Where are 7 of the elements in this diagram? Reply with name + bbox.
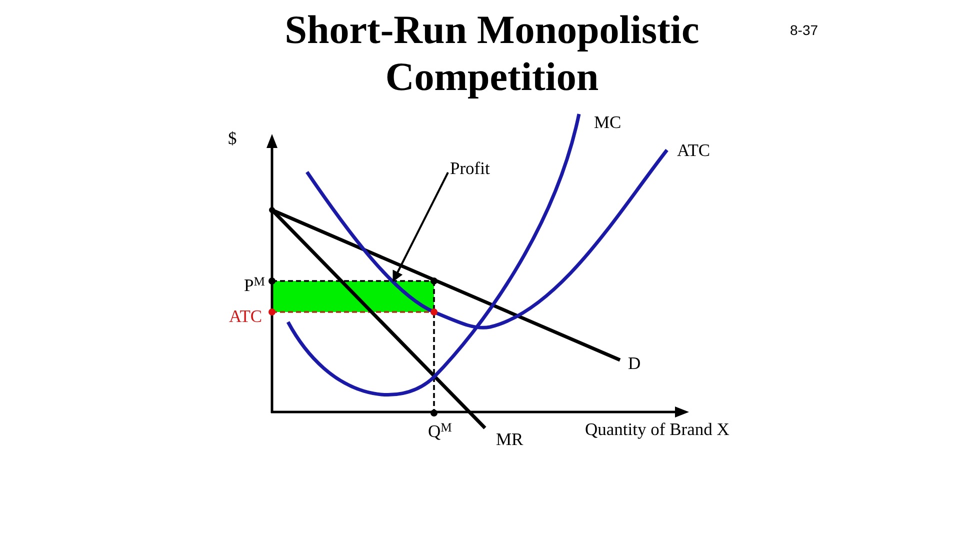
diagram-title: Short-Run Monopolistic Competition	[284, 6, 700, 100]
page-number: 8-37	[790, 21, 818, 40]
curve-label: MR	[496, 429, 524, 449]
axis-label: $	[228, 128, 237, 148]
price-label: P$^{M}$	[244, 275, 265, 295]
curve-label: ATC	[677, 140, 710, 160]
cost-label: ATC	[229, 306, 262, 326]
